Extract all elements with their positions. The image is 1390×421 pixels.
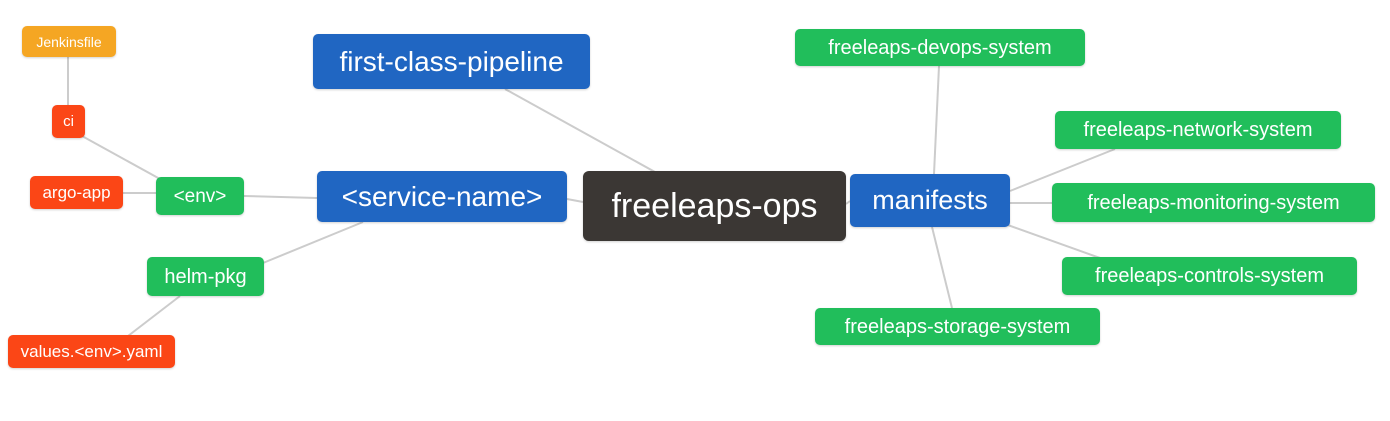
edge-env-servicename (243, 195, 318, 199)
node-helm-pkg[interactable]: helm-pkg (147, 257, 264, 296)
edge-valuesyaml-helmpkg (127, 295, 181, 337)
node-env[interactable]: <env> (156, 177, 244, 215)
edge-helmpkg-servicename (262, 221, 364, 264)
edge-firstclasspipeline-ops (504, 88, 656, 173)
node-manifests[interactable]: manifests (850, 174, 1010, 227)
node-freeleaps-controls-system[interactable]: freeleaps-controls-system (1062, 257, 1357, 295)
node-values-env-yaml[interactable]: values.<env>.yaml (8, 335, 175, 368)
edge-ci-env (81, 135, 161, 180)
node-jenkinsfile[interactable]: Jenkinsfile (22, 26, 116, 57)
node-freeleaps-devops-system[interactable]: freeleaps-devops-system (795, 29, 1085, 66)
edge-servicename-ops (566, 198, 584, 203)
node-ci[interactable]: ci (52, 105, 85, 138)
edge-manifests-storage (931, 226, 953, 309)
edge-manifests-controls (1004, 223, 1101, 259)
node-service-name[interactable]: <service-name> (317, 171, 567, 222)
node-freeleaps-monitoring-system[interactable]: freeleaps-monitoring-system (1052, 183, 1375, 222)
node-argo-app[interactable]: argo-app (30, 176, 123, 209)
node-freeleaps-network-system[interactable]: freeleaps-network-system (1055, 111, 1341, 149)
node-first-class-pipeline[interactable]: first-class-pipeline (313, 34, 590, 89)
node-freeleaps-ops-root[interactable]: freeleaps-ops (583, 171, 846, 241)
node-freeleaps-storage-system[interactable]: freeleaps-storage-system (815, 308, 1100, 345)
edge-devops-manifests (933, 65, 940, 175)
